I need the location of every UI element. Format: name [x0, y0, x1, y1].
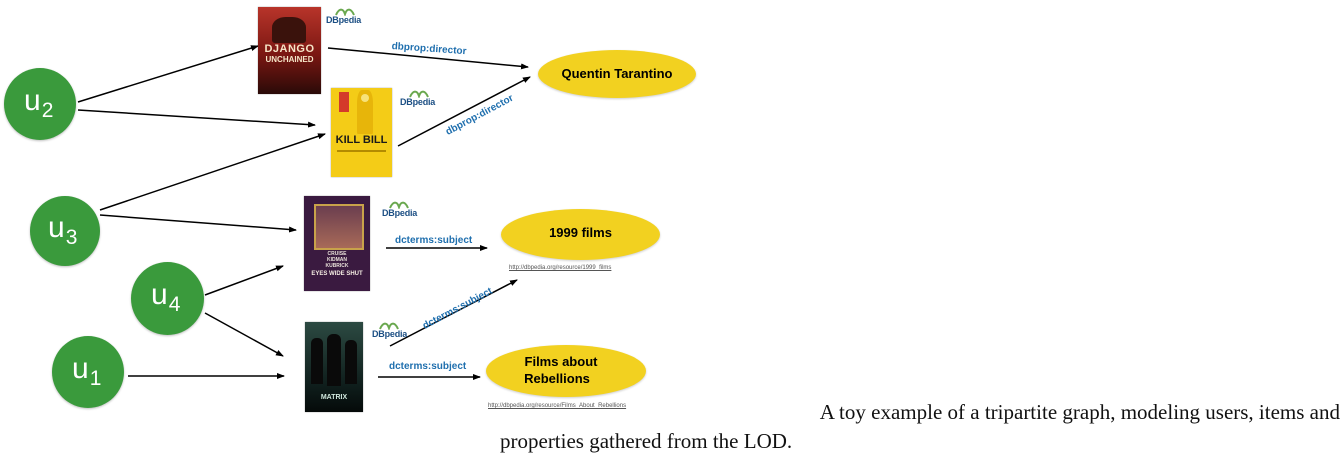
poster-django-title1: DJANGO: [264, 43, 315, 55]
poster-eyes-wide-shut: CRUISE KIDMAN KUBRICK EYES WIDE SHUT: [304, 196, 370, 291]
user-node-u1: u1: [52, 336, 124, 408]
property-uri-1999-films: http://dbpedia.org/resource/1999_films: [509, 265, 612, 271]
property-label-rebellions-2: Rebellions: [524, 371, 590, 386]
caption-line-1: A toy example of a tripartite graph, mod…: [819, 400, 1340, 424]
user-label-subscript: 1: [89, 367, 102, 390]
edge-u4-matrix: [204, 312, 284, 357]
dbpedia-logo-icon: [389, 201, 409, 209]
dbpedia-logo-icon: [409, 90, 429, 98]
dbpedia-logo-text: DBpedia: [372, 329, 408, 339]
user-node-u3: u3: [30, 196, 100, 266]
user-label-u3: u3: [48, 211, 78, 249]
poster-django-unchained: DJANGO UNCHAINED: [258, 7, 321, 94]
user-node-u4: u4: [131, 262, 204, 335]
dbpedia-logo-icon: [379, 322, 399, 330]
dbpedia-logo-text: DBpedia: [400, 97, 436, 107]
user-label-u2: u2: [24, 84, 54, 122]
poster-matrix-title: MATRIX: [320, 394, 348, 401]
poster-eyes-title: EYES WIDE SHUT: [311, 271, 363, 277]
property-label-tarantino: Quentin Tarantino: [561, 66, 673, 81]
poster-eyes-credit1: CRUISE: [327, 251, 347, 257]
edge-u2-killbill: [77, 109, 316, 128]
user-label-u4: u4: [151, 278, 181, 316]
figure-caption: A toy example of a tripartite graph, mod…: [500, 398, 1340, 456]
user-node-u2: u2: [4, 68, 76, 140]
poster-matrix: MATRIX: [305, 322, 363, 412]
edge-matrix-1999: [389, 279, 518, 347]
poster-django-title2: UNCHAINED: [265, 55, 314, 64]
dbpedia-logo-eyes: DBpedia: [382, 199, 422, 219]
poster-kill-bill: KILL BILL: [331, 88, 392, 177]
poster-killbill-title: KILL BILL: [335, 134, 388, 146]
edge-label-subject-1: dcterms:subject: [395, 235, 473, 246]
property-label-1999-films: 1999 films: [549, 225, 612, 240]
user-label-subscript: 2: [41, 99, 54, 122]
edge-django-tarantino: [327, 47, 529, 70]
property-uri-rebellions: http://dbpedia.org/resource/Films_About_…: [488, 403, 627, 409]
edge-u3-killbill: [99, 133, 326, 211]
property-node-tarantino: Quentin Tarantino: [538, 50, 696, 98]
edge-u3-eyes: [99, 214, 297, 233]
dbpedia-logo-icon: [335, 8, 355, 16]
dbpedia-logo-killbill: DBpedia: [400, 88, 440, 108]
poster-eyes-credit3: KUBRICK: [325, 263, 349, 269]
property-node-rebellions: Films about Rebellions: [486, 345, 646, 397]
dbpedia-logo-text: DBpedia: [326, 15, 362, 25]
edge-u2-django: [77, 45, 259, 103]
dbpedia-logo-text: DBpedia: [382, 208, 418, 218]
user-label-subscript: 3: [65, 226, 78, 249]
poster-eyes-credit2: KIDMAN: [327, 257, 347, 263]
caption-line-2: properties gathered from the LOD.: [500, 429, 793, 453]
property-label-rebellions-1: Films about: [524, 354, 598, 369]
property-node-1999-films: 1999 films: [501, 209, 660, 260]
edge-label-subject-3: dcterms:subject: [389, 361, 467, 372]
edge-u4-eyes: [204, 265, 284, 296]
dbpedia-logo-matrix: DBpedia: [372, 320, 412, 340]
user-label-u1: u1: [72, 352, 102, 390]
edge-killbill-tarantino: [397, 76, 531, 147]
user-label-subscript: 4: [168, 293, 181, 316]
dbpedia-logo-django: DBpedia: [326, 6, 366, 26]
